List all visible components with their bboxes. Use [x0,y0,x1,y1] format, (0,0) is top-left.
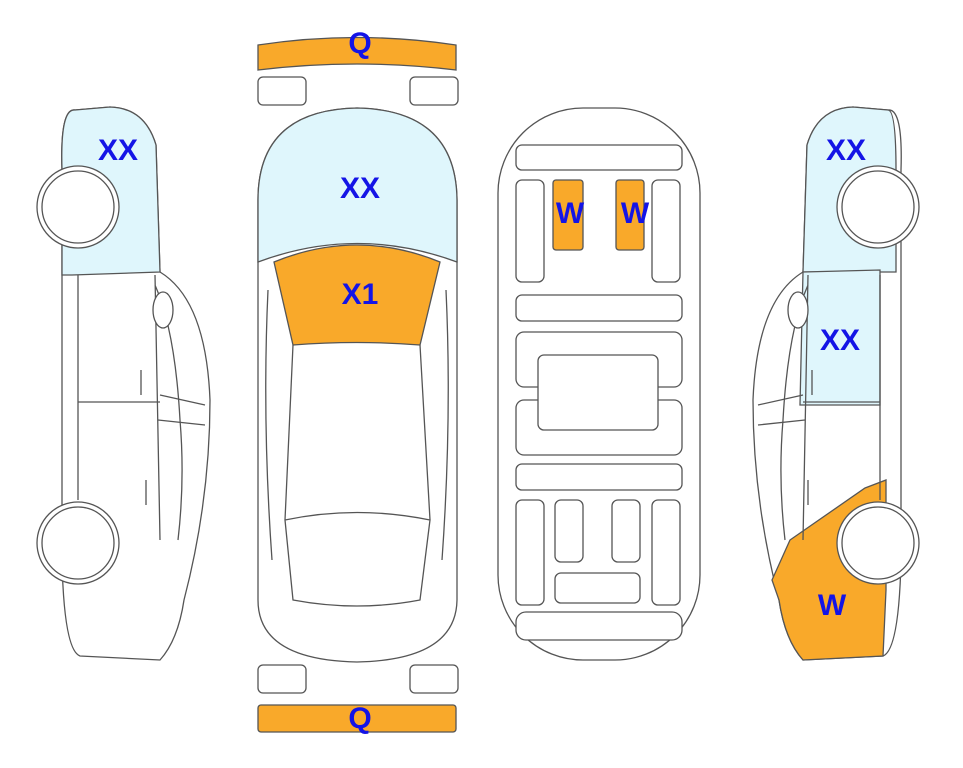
windshield-damage-zone[interactable] [273,244,441,346]
underbody-left-label: W [556,197,585,230]
rear-bumper-damage-zone[interactable] [257,704,457,733]
underbody-view: W W [497,107,701,661]
right-side-view: XX XX W [752,106,920,661]
right-side-middle-label: XX [820,324,860,357]
front-bumper-label: Q [348,27,371,60]
left-side-view: XX [36,106,211,661]
windshield-label: X1 [342,278,379,311]
hood-damage-zone[interactable] [257,107,458,263]
underbody-left-damage-zone[interactable] [552,179,584,251]
underbody-right-damage-zone[interactable] [615,179,645,251]
left-side-front-label: XX [98,134,138,167]
top-front-label: XX [340,172,380,205]
front-bumper-damage-zone[interactable] [257,36,457,71]
top-view: Q XX X1 Q [257,27,459,735]
rear-bumper-label: Q [348,702,371,735]
right-side-rear-label: W [818,589,847,622]
right-side-front-label: XX [826,134,866,167]
underbody-right-label: W [621,197,650,230]
